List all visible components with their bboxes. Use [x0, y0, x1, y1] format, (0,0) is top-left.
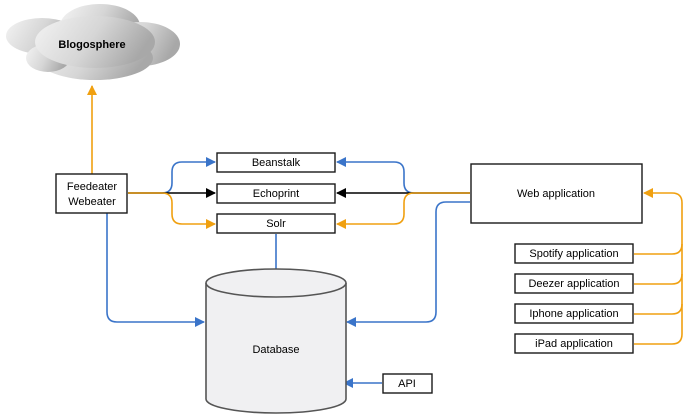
- blogosphere-cloud: Blogosphere: [6, 4, 180, 80]
- spotify-application-node: Spotify application: [514, 243, 634, 264]
- beanstalk-node: Beanstalk: [216, 152, 336, 173]
- webapp-to-database-arrow: [346, 201, 470, 327]
- feedeater-to-solr-arrow: [128, 192, 216, 229]
- echoprint-label: Echoprint: [253, 188, 299, 200]
- web-application-node: Web application: [470, 163, 643, 224]
- spotify-application-label: Spotify application: [529, 248, 618, 260]
- feedeater-label-line1: Feedeater: [67, 181, 117, 193]
- clients-to-webapp-connector: [634, 188, 683, 345]
- api-node: API: [382, 373, 433, 394]
- feedeater-to-beanstalk-arrow: [128, 157, 216, 194]
- iphone-application-node: Iphone application: [514, 303, 634, 324]
- webapp-to-solr-arrow: [336, 192, 470, 229]
- api-label: API: [398, 378, 416, 390]
- deezer-application-label: Deezer application: [528, 278, 619, 290]
- web-application-label: Web application: [517, 188, 595, 200]
- webapp-to-beanstalk-arrow: [336, 157, 470, 194]
- feedeater-to-database-arrow: [106, 213, 205, 327]
- deezer-application-node: Deezer application: [514, 273, 634, 294]
- blogosphere-label: Blogosphere: [58, 39, 125, 51]
- solr-node: Solr: [216, 213, 336, 234]
- database-label: Database: [252, 344, 299, 356]
- solr-label: Solr: [266, 218, 286, 230]
- beanstalk-label: Beanstalk: [252, 157, 301, 169]
- feedeater-label-line2: Webeater: [68, 196, 116, 208]
- iphone-application-label: Iphone application: [529, 308, 618, 320]
- echoprint-node: Echoprint: [216, 183, 336, 204]
- ipad-application-node: iPad application: [514, 333, 634, 354]
- database-node: Database: [205, 268, 347, 414]
- feedeater-node: Feedeater Webeater: [55, 173, 128, 214]
- ipad-application-label: iPad application: [535, 338, 613, 350]
